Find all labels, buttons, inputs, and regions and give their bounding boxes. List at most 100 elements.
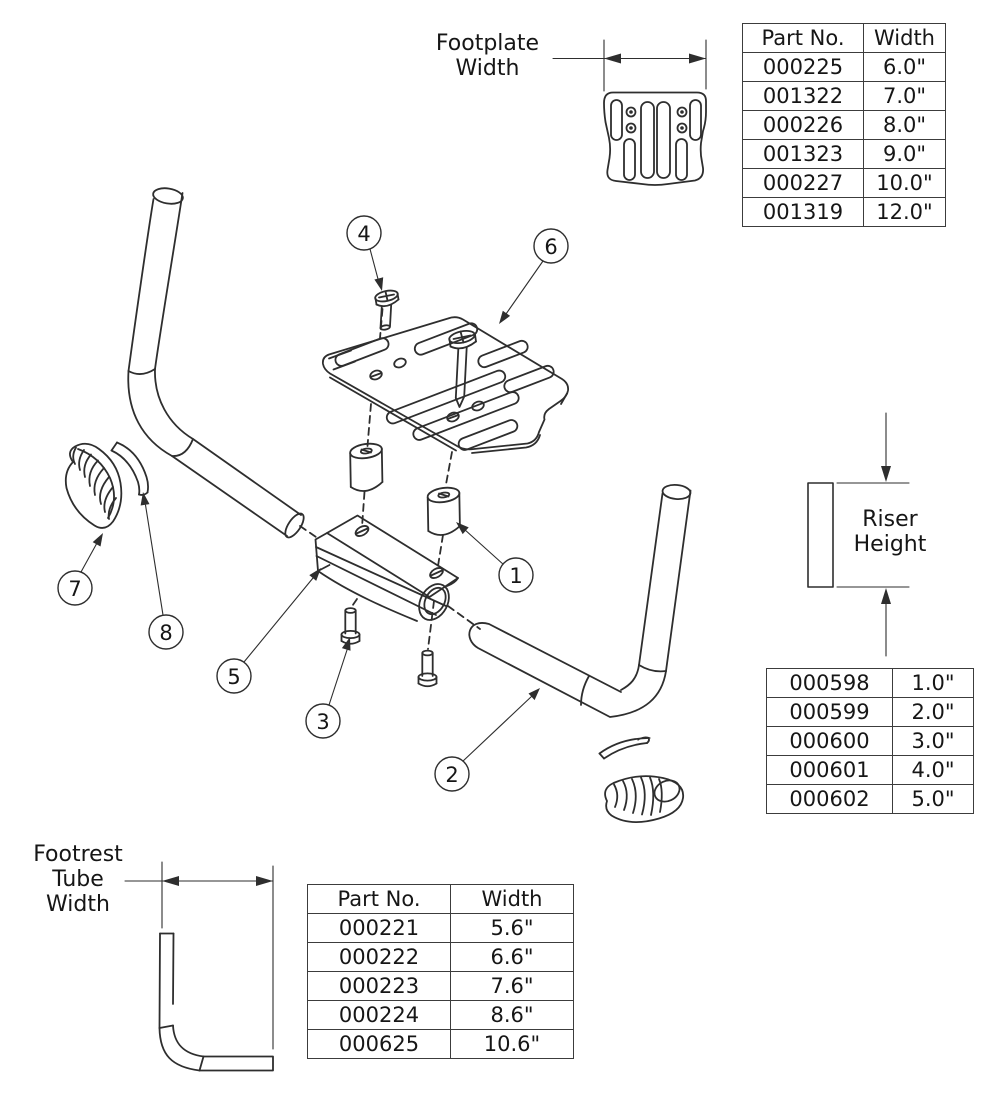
- width-cell: 7.6": [450, 971, 574, 1001]
- table-row: 000221 5.6": [307, 913, 574, 943]
- footplate-top-view-holes: [625, 106, 688, 134]
- part-no-header: Part No.: [742, 23, 864, 53]
- part-no-cell: 000222: [307, 942, 451, 972]
- table-row: 000625 10.6": [307, 1029, 574, 1059]
- riser-spacer-right: [426, 486, 461, 536]
- table-header-row: Part No. Width: [307, 884, 574, 914]
- footplate-screw: [374, 289, 400, 331]
- callout-8-number: 8: [159, 621, 172, 645]
- part-no-cell: 000601: [766, 755, 893, 785]
- clamp-screw-holes: [354, 525, 444, 579]
- clamp-screw-left: [340, 607, 361, 645]
- clamp-screw-right: [417, 649, 438, 688]
- table-row: 000226 8.0": [742, 110, 946, 140]
- callout-7-number: 7: [68, 577, 81, 601]
- width-cell: 8.0": [863, 110, 946, 140]
- footplate-width-dimension: [552, 39, 707, 92]
- height-cell: 2.0": [892, 697, 974, 727]
- riser-height-label: Riser Height: [842, 507, 938, 557]
- callout-7: 7: [57, 533, 103, 606]
- table-row: 000602 5.0": [766, 784, 974, 814]
- height-cell: 5.0": [892, 784, 974, 814]
- table-row: 001319 12.0": [742, 197, 946, 227]
- table-row: 000227 10.0": [742, 168, 946, 198]
- part-no-cell: 000225: [742, 52, 864, 82]
- table-row: 000598 1.0": [766, 668, 974, 698]
- footrest-tube-side-view: [158, 932, 274, 1072]
- footplate: [321, 316, 570, 454]
- table-row: 000599 2.0": [766, 697, 974, 727]
- callout-3: 3: [305, 637, 351, 739]
- heel-loop-pad-left: [64, 442, 123, 529]
- footrest-tube-width-table: Part No. Width 000221 5.6" 000222 6.6" 0…: [307, 884, 574, 1059]
- footrest-tube-width-label: Footrest Tube Width: [12, 842, 144, 917]
- callout-5: 5: [216, 568, 321, 694]
- callout-1: 1: [456, 522, 534, 593]
- riser-height-label-line1: Riser: [862, 507, 918, 532]
- callout-6: 6: [499, 228, 569, 324]
- footplate-holes: [369, 357, 485, 423]
- width-cell: 6.0": [863, 52, 946, 82]
- width-cell: 6.6": [450, 942, 574, 972]
- left-footrest-tube: [127, 187, 305, 539]
- callout-4-number: 4: [357, 222, 370, 246]
- callout-2: 2: [434, 688, 540, 792]
- part-no-cell: 000598: [766, 668, 893, 698]
- riser-spacer-left: [349, 442, 384, 492]
- width-header: Width: [450, 884, 574, 914]
- riser-height-table: 000598 1.0" 000599 2.0" 000600 3.0" 0006…: [766, 668, 974, 814]
- width-cell: 10.6": [450, 1029, 574, 1059]
- callout-6-number: 6: [544, 235, 557, 259]
- part-no-cell: 001319: [742, 197, 864, 227]
- table-row: 000601 4.0": [766, 755, 974, 785]
- footplate-top-view: [603, 91, 707, 186]
- heel-loop-pad-left-ribs: [72, 446, 117, 520]
- part-no-cell: 001323: [742, 139, 864, 169]
- callout-1-number: 1: [509, 564, 522, 588]
- part-no-cell: 000600: [766, 726, 893, 756]
- riser-height-label-line2: Height: [853, 532, 927, 557]
- part-no-cell: 000224: [307, 1000, 451, 1030]
- callout-5-number: 5: [227, 665, 240, 689]
- footplate-width-label-line2: Width: [455, 56, 520, 81]
- footrest-tube-width-label-line1: Footrest: [33, 842, 123, 867]
- width-cell: 5.6": [450, 913, 574, 943]
- part-no-cell: 000625: [307, 1029, 451, 1059]
- width-cell: 7.0": [863, 81, 946, 111]
- heel-loop-strip-right: [598, 736, 651, 760]
- part-no-header: Part No.: [307, 884, 451, 914]
- footplate-width-label-line1: Footplate: [435, 31, 540, 56]
- table-row: 000222 6.6": [307, 942, 574, 972]
- part-no-cell: 000227: [742, 168, 864, 198]
- width-header: Width: [863, 23, 946, 53]
- callout-3-number: 3: [316, 710, 329, 734]
- clamp-block: [314, 514, 459, 622]
- footplate-top-view-slots: [610, 99, 702, 181]
- table-row: 000600 3.0": [766, 726, 974, 756]
- heel-loop-pad-right: [604, 775, 685, 823]
- right-footrest-tube: [468, 484, 692, 718]
- callout-8: 8: [140, 492, 184, 650]
- footrest-tube-width-label-line3: Width: [46, 892, 110, 917]
- table-row: 001323 9.0": [742, 139, 946, 169]
- assembly-alignment-lines: [299, 308, 481, 650]
- part-no-cell: 000602: [766, 784, 893, 814]
- width-cell: 12.0": [863, 197, 946, 227]
- table-row: 000225 6.0": [742, 52, 946, 82]
- part-no-cell: 000226: [742, 110, 864, 140]
- heel-loop-pad-right-ribs: [613, 776, 681, 816]
- table-row: 001322 7.0": [742, 81, 946, 111]
- height-cell: 3.0": [892, 726, 974, 756]
- callout-4: 4: [346, 215, 384, 291]
- riser-height-dimension: [807, 412, 910, 657]
- part-no-cell: 000223: [307, 971, 451, 1001]
- part-no-cell: 000221: [307, 913, 451, 943]
- part-no-cell: 001322: [742, 81, 864, 111]
- callout-2-number: 2: [445, 763, 458, 787]
- footplate-width-table: Part No. Width 000225 6.0" 001322 7.0" 0…: [742, 23, 946, 227]
- footplate-center-screw: [448, 329, 477, 408]
- footplate-slots: [334, 322, 555, 451]
- height-cell: 1.0": [892, 668, 974, 698]
